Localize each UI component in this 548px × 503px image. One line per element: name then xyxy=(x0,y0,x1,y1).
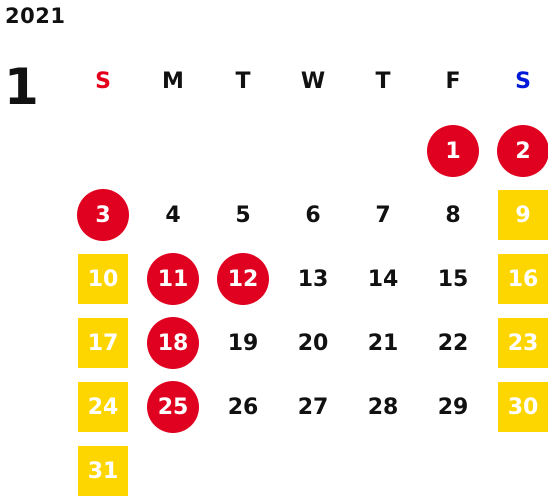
day-cell[interactable]: 1 xyxy=(418,119,488,183)
day-cell[interactable]: 10 xyxy=(68,247,138,311)
weekend-day-number: 24 xyxy=(78,382,128,432)
day-number: 20 xyxy=(297,330,329,356)
weekend-day-number: 23 xyxy=(498,318,548,368)
year-label: 2021 xyxy=(5,4,66,28)
day-cell[interactable]: 28 xyxy=(348,375,418,439)
day-number: 19 xyxy=(227,330,259,356)
day-cell[interactable]: 7 xyxy=(348,183,418,247)
weekday-thu: T xyxy=(375,69,391,94)
holiday-day-number: 11 xyxy=(147,253,199,305)
day-number: 26 xyxy=(227,394,259,420)
holiday-day-number: 25 xyxy=(147,381,199,433)
holiday-day-number: 2 xyxy=(497,125,548,177)
day-cell[interactable]: 26 xyxy=(208,375,278,439)
day-cell[interactable]: 13 xyxy=(278,247,348,311)
day-number: 8 xyxy=(445,202,461,228)
day-cell[interactable]: 23 xyxy=(488,311,548,375)
day-number: 4 xyxy=(165,202,181,228)
day-cell[interactable]: 2 xyxy=(488,119,548,183)
day-number: 5 xyxy=(235,202,251,228)
weekday-sun: S xyxy=(95,69,111,94)
day-cell[interactable]: 18 xyxy=(138,311,208,375)
day-cell[interactable]: 22 xyxy=(418,311,488,375)
day-cell[interactable]: 8 xyxy=(418,183,488,247)
day-cell[interactable]: 20 xyxy=(278,311,348,375)
weekend-day-number: 9 xyxy=(498,190,548,240)
day-number: 29 xyxy=(437,394,469,420)
day-cell[interactable]: 11 xyxy=(138,247,208,311)
weekend-day-number: 10 xyxy=(78,254,128,304)
day-cell[interactable]: 3 xyxy=(68,183,138,247)
holiday-day-number: 18 xyxy=(147,317,199,369)
day-cell[interactable]: 21 xyxy=(348,311,418,375)
day-number: 13 xyxy=(297,266,329,292)
day-cell[interactable]: 17 xyxy=(68,311,138,375)
weekday-tue: T xyxy=(235,69,251,94)
weekday-sat: S xyxy=(515,69,531,94)
day-cell[interactable]: 30 xyxy=(488,375,548,439)
day-cell[interactable]: 16 xyxy=(488,247,548,311)
day-number: 7 xyxy=(375,202,391,228)
day-cell[interactable]: 4 xyxy=(138,183,208,247)
day-cell[interactable]: 15 xyxy=(418,247,488,311)
day-cell[interactable]: 25 xyxy=(138,375,208,439)
day-number: 28 xyxy=(367,394,399,420)
weekend-day-number: 17 xyxy=(78,318,128,368)
weekday-wed: W xyxy=(300,69,326,94)
weekend-day-number: 16 xyxy=(498,254,548,304)
day-cell[interactable]: 5 xyxy=(208,183,278,247)
holiday-day-number: 1 xyxy=(427,125,479,177)
day-number: 21 xyxy=(367,330,399,356)
weekday-fri: F xyxy=(445,69,461,94)
holiday-day-number: 12 xyxy=(217,253,269,305)
day-cell[interactable]: 6 xyxy=(278,183,348,247)
day-cell[interactable]: 27 xyxy=(278,375,348,439)
day-cell[interactable]: 29 xyxy=(418,375,488,439)
holiday-day-number: 3 xyxy=(77,189,129,241)
day-number: 15 xyxy=(437,266,469,292)
weekend-day-number: 30 xyxy=(498,382,548,432)
day-number: 22 xyxy=(437,330,469,356)
day-cell[interactable]: 19 xyxy=(208,311,278,375)
day-number: 6 xyxy=(305,202,321,228)
weekday-mon: M xyxy=(162,69,184,94)
day-cell[interactable]: 14 xyxy=(348,247,418,311)
weekend-day-number: 31 xyxy=(78,446,128,496)
day-cell[interactable]: 9 xyxy=(488,183,548,247)
day-number: 14 xyxy=(367,266,399,292)
month-number: 1 xyxy=(4,58,39,116)
day-number: 27 xyxy=(297,394,329,420)
day-cell[interactable]: 31 xyxy=(68,439,138,503)
day-cell[interactable]: 24 xyxy=(68,375,138,439)
day-cell[interactable]: 12 xyxy=(208,247,278,311)
